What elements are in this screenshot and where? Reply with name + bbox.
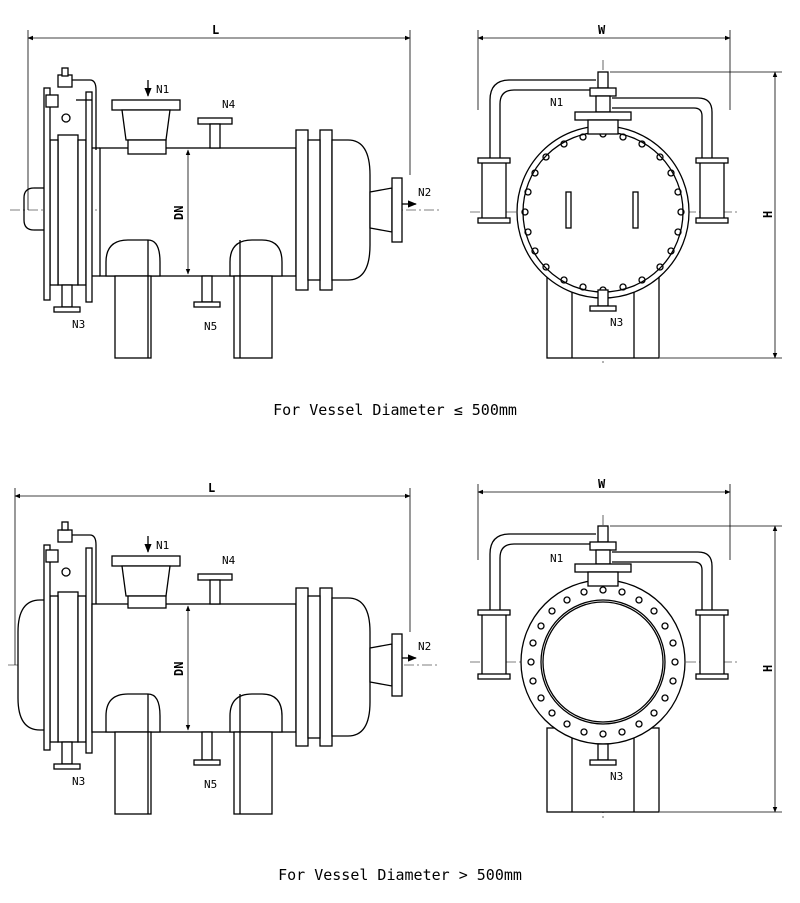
nozzle-n3-label: N3 (72, 318, 85, 331)
nozzle-n2-large-label: N2 (418, 640, 431, 653)
side-view-large: L N2 N1 N4 (8, 481, 440, 815)
dim-length-label: L (212, 23, 219, 37)
dim-diameter-label: DN (172, 206, 186, 220)
nozzle-n1-end-large-label: N1 (550, 552, 563, 565)
nozzle-n4-label: N4 (222, 98, 236, 111)
nozzle-n1-large-label: N1 (156, 539, 169, 552)
nozzle-n1-label: N1 (156, 83, 169, 96)
side-view-small: L N2 (10, 23, 440, 359)
dim-width-label: W (598, 23, 606, 37)
dim-width-large-label: W (598, 477, 606, 491)
nozzle-n1-end-label: N1 (550, 96, 563, 109)
nozzle-n3-large-label: N3 (72, 775, 85, 788)
caption-large: For Vessel Diameter > 500mm (278, 866, 522, 884)
nozzle-n3-end-label: N3 (610, 316, 623, 329)
bolt-circle-large (527, 586, 679, 738)
dim-height-label: H (761, 211, 775, 218)
nozzle-n5-large-label: N5 (204, 778, 217, 791)
end-view-small: W H (470, 23, 782, 365)
nozzle-n5-label: N5 (204, 320, 217, 333)
dim-height-large-label: H (761, 665, 775, 672)
nozzle-n3-end-large-label: N3 (610, 770, 623, 783)
nozzle-n4-large-label: N4 (222, 554, 236, 567)
end-view-large: W H (470, 477, 782, 820)
nozzle-n2-label: N2 (418, 186, 431, 199)
caption-small: For Vessel Diameter ≤ 500mm (273, 401, 517, 419)
dim-length-large-label: L (208, 481, 215, 495)
dim-diameter-large-label: DN (172, 662, 186, 676)
